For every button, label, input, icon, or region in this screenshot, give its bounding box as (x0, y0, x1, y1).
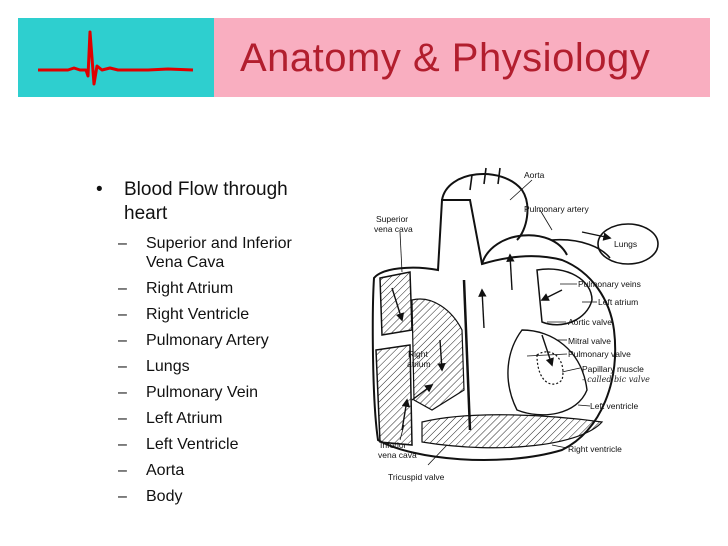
page-title: Anatomy & Physiology (240, 36, 651, 80)
dash-marker: – (118, 306, 127, 323)
label-left-atrium: Left atrium (598, 297, 638, 307)
list-item-text: Pulmonary Vein (146, 384, 259, 401)
pulmonary-artery (481, 234, 568, 265)
main-bullet: • Blood Flow through heart (96, 178, 336, 226)
papillary-muscle (536, 351, 564, 385)
flow-arrow (411, 383, 434, 401)
aorta-arch (441, 173, 529, 241)
list-item: – Aorta (96, 461, 336, 480)
dash-marker: – (118, 384, 127, 401)
label-vena-cava-inferior: vena cava (378, 450, 417, 460)
list-item-text: Left Atrium (146, 410, 223, 427)
list-item-text: Pulmonary Artery (146, 332, 269, 349)
list-item: – Superior and Inferior Vena Cava (96, 234, 336, 272)
list-item: – Left Ventricle (96, 435, 336, 454)
aorta-branches (469, 167, 501, 191)
label-atrium: atrium (407, 359, 431, 369)
leader-lines (399, 179, 597, 466)
heart-diagram: Aorta Pulmonary artery Superior vena cav… (371, 167, 659, 482)
label-tricuspid-valve: Tricuspid valve (388, 472, 445, 482)
label-left-ventricle: Left ventricle (590, 401, 638, 411)
right-ventricle-wall (421, 414, 604, 449)
label-superior: Superior (376, 214, 408, 224)
flow-arrow (540, 289, 563, 301)
septum (462, 279, 472, 431)
list-item-text: Right Ventricle (146, 306, 250, 323)
label-inferior: Inferior (380, 440, 407, 450)
sub-list: – Superior and Inferior Vena Cava – Right … (96, 234, 336, 506)
flow-arrow (391, 287, 405, 322)
label-mitral-valve: Mitral valve (568, 336, 611, 346)
ecg-heartbeat-icon (38, 30, 194, 86)
list-item: – Pulmonary Vein (96, 383, 336, 402)
superior-vena-cava (379, 271, 413, 336)
label-aorta: Aorta (524, 170, 545, 180)
left-ventricle (507, 329, 588, 416)
list-item: – Pulmonary Artery (96, 331, 336, 350)
dash-marker: – (118, 488, 127, 505)
right-atrium-wall (411, 298, 465, 411)
ecg-logo (18, 18, 214, 97)
dash-marker: – (118, 280, 127, 297)
flow-arrow (478, 288, 487, 329)
bullet-list: • Blood Flow through heart – Superior and… (96, 178, 336, 513)
dash-marker: – (118, 235, 127, 252)
label-handwritten-note: - called bic valve (582, 375, 650, 384)
list-item-text: Body (146, 488, 183, 505)
dash-marker: – (118, 436, 127, 453)
title-banner (214, 18, 710, 97)
dash-marker: – (118, 410, 127, 427)
label-papillary-muscle: Papillary muscle (582, 364, 644, 374)
list-item: – Lungs (96, 357, 336, 376)
label-lungs: Lungs (614, 239, 637, 249)
dash-marker: – (118, 358, 127, 375)
list-item-text: Right Atrium (146, 280, 234, 297)
list-item-text: Superior and Inferior Vena Cava (146, 235, 292, 271)
label-aortic-valve: Aortic valve (568, 317, 612, 327)
flow-arrow (541, 334, 554, 367)
list-item: – Body (96, 487, 336, 506)
label-right-ventricle: Right ventricle (568, 444, 622, 454)
label-pulmonary-artery: Pulmonary artery (524, 204, 589, 214)
label-pulmonary-veins: Pulmonary veins (578, 279, 641, 289)
main-bullet-text: Blood Flow through heart (124, 179, 288, 224)
list-item: – Right Atrium (96, 279, 336, 298)
label-right: Right (408, 349, 428, 359)
bullet-marker: • (96, 179, 103, 200)
pulmonary-artery-branch (551, 238, 611, 259)
left-atrium (536, 268, 593, 326)
list-item: – Left Atrium (96, 409, 336, 428)
list-item-text: Aorta (146, 462, 185, 479)
flow-arrow (581, 231, 612, 241)
label-pulmonary-valve: Pulmonary valve (568, 349, 631, 359)
dash-marker: – (118, 462, 127, 479)
list-item-text: Lungs (146, 358, 190, 375)
list-item: – Right Ventricle (96, 305, 336, 324)
dash-marker: – (118, 332, 127, 349)
flow-arrow (437, 339, 446, 372)
label-vena-cava-superior: vena cava (374, 224, 413, 234)
lungs-oval (597, 223, 659, 265)
flow-arrow (401, 398, 411, 431)
flow-arrow (506, 253, 515, 291)
list-item-text: Left Ventricle (146, 436, 239, 453)
